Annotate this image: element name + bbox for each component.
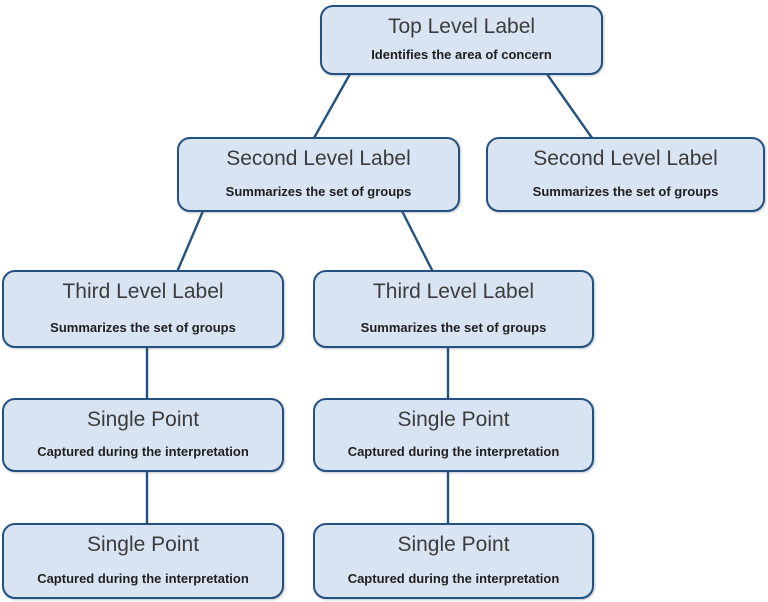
connector-second-left-to-third-right bbox=[400, 210, 435, 273]
node-third-level-left: Third Level Label Summarizes the set of … bbox=[2, 270, 284, 348]
node-second-level-left: Second Level Label Summarizes the set of… bbox=[177, 137, 460, 212]
node-third-level-right: Third Level Label Summarizes the set of … bbox=[313, 270, 594, 348]
node-second-level-right: Second Level Label Summarizes the set of… bbox=[486, 137, 765, 212]
node-subtitle: Captured during the interpretation bbox=[37, 570, 249, 586]
node-title: Single Point bbox=[397, 533, 510, 556]
node-single-point-1-right: Single Point Captured during the interpr… bbox=[313, 398, 594, 472]
node-title: Single Point bbox=[86, 533, 200, 556]
node-title: Single Point bbox=[86, 408, 200, 431]
node-title: Third Level Label bbox=[62, 280, 224, 303]
node-subtitle: Summarizes the set of groups bbox=[225, 183, 412, 199]
node-title: Second Level Label bbox=[533, 147, 718, 170]
node-subtitle: Captured during the interpretation bbox=[347, 570, 560, 586]
node-title: Single Point bbox=[397, 408, 510, 431]
connector-top-to-second-left bbox=[312, 73, 352, 139]
node-title: Third Level Label bbox=[372, 280, 535, 303]
node-single-point-2-right: Single Point Captured during the interpr… bbox=[313, 523, 594, 599]
node-subtitle: Captured during the interpretation bbox=[347, 443, 560, 459]
node-subtitle: Summarizes the set of groups bbox=[50, 319, 236, 335]
node-subtitle: Summarizes the set of groups bbox=[532, 183, 719, 199]
node-top-level: Top Level Label Identifies the area of c… bbox=[320, 5, 603, 75]
node-subtitle: Summarizes the set of groups bbox=[360, 319, 547, 335]
node-single-point-2-left: Single Point Captured during the interpr… bbox=[2, 523, 284, 599]
node-subtitle: Identifies the area of concern bbox=[371, 46, 552, 62]
node-subtitle: Captured during the interpretation bbox=[37, 443, 249, 459]
node-title: Second Level Label bbox=[226, 147, 411, 170]
connector-top-to-second-right bbox=[546, 73, 593, 139]
node-title: Top Level Label bbox=[387, 15, 536, 38]
node-single-point-1-left: Single Point Captured during the interpr… bbox=[2, 398, 284, 472]
connector-second-left-to-third-left bbox=[175, 210, 205, 273]
